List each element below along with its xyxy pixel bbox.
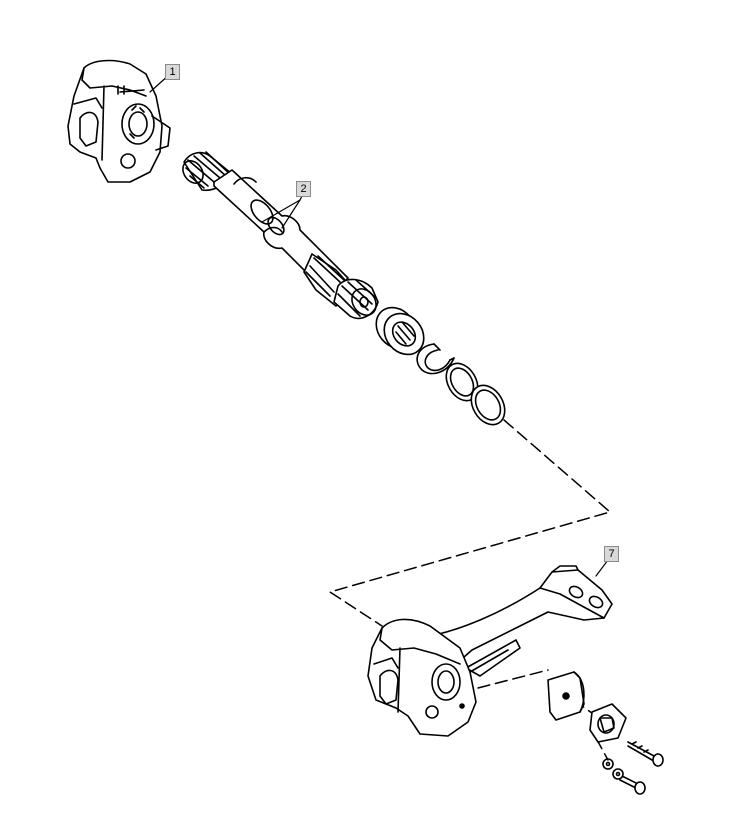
- upper-yoke-part-1: [67, 59, 171, 183]
- bushing: [375, 306, 425, 356]
- callout-7: 7: [604, 546, 619, 562]
- splined-shaft-part-2: [182, 151, 379, 320]
- callout-2: 2: [296, 181, 311, 197]
- small-nut: [612, 768, 624, 780]
- washer-b: [470, 384, 506, 426]
- lift-arm-part-7: [367, 565, 613, 737]
- callout-1: 1: [165, 64, 180, 80]
- small-washer: [602, 758, 614, 770]
- washer-a: [445, 362, 479, 402]
- bolt-lower: [619, 775, 646, 795]
- locking-washer: [589, 703, 627, 743]
- callout-7-leader: [595, 559, 609, 577]
- snap-ring: [416, 343, 455, 375]
- bolt-upper: [627, 741, 664, 767]
- retainer-plate: [547, 671, 585, 721]
